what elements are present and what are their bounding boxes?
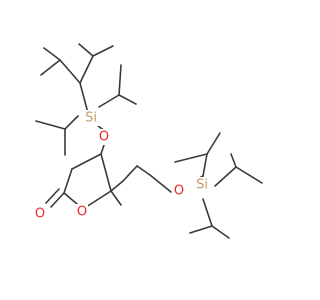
bond	[206, 132, 221, 155]
bond	[202, 198, 213, 227]
atom-label-background	[76, 204, 88, 220]
bond	[202, 153, 208, 177]
bond	[64, 115, 79, 130]
bond	[149, 174, 172, 193]
bond	[50, 192, 65, 208]
atom-label-background	[191, 177, 213, 193]
bond	[78, 43, 94, 57]
bond	[59, 59, 81, 84]
bond	[79, 55, 94, 84]
bond	[189, 225, 213, 234]
bond	[35, 120, 66, 130]
silicon-atom-label-right: Si	[196, 178, 208, 193]
atom-label-background	[98, 129, 110, 145]
molecule-structure-canvas: Si O O O O Si	[33, 43, 263, 239]
bond	[92, 45, 114, 57]
bond	[98, 94, 120, 108]
oxygen-atom-label-ether-top: O	[99, 130, 109, 145]
bond	[71, 153, 102, 170]
bond	[118, 94, 137, 105]
oxygen-atom-label-carbonyl: O	[35, 207, 45, 222]
bond	[122, 165, 138, 182]
bond	[214, 166, 237, 187]
atom-label-background	[81, 110, 101, 126]
bond	[136, 165, 151, 176]
bond	[63, 168, 73, 194]
bond	[100, 153, 112, 192]
bond	[79, 82, 89, 114]
heteroatom-labels: Si O O O O Si	[33, 110, 213, 223]
bond	[118, 64, 122, 96]
bond	[110, 190, 122, 206]
bond	[174, 153, 208, 163]
bond	[40, 59, 61, 76]
bond	[45, 188, 60, 204]
bond	[43, 47, 61, 61]
bond	[235, 166, 263, 184]
bond	[110, 180, 124, 192]
oxygen-atom-label-ring: O	[77, 205, 87, 220]
oxygen-atom-label-ether-right: O	[174, 184, 184, 199]
skeletal-formula: Si O O O O Si	[33, 43, 263, 239]
bond-lines	[35, 43, 263, 239]
bond	[211, 225, 230, 239]
atom-label-background	[33, 207, 47, 223]
silicon-atom-label-top: Si	[85, 111, 97, 126]
atom-label-background	[172, 183, 186, 199]
bond	[230, 153, 237, 168]
